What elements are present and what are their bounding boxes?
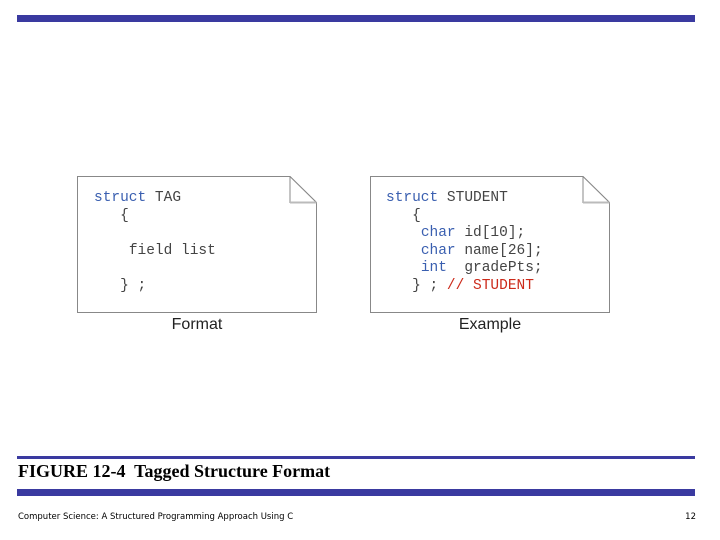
open-brace: {	[120, 207, 129, 224]
tag-name: TAG	[146, 190, 182, 206]
footer-text: Computer Science: A Structured Programmi…	[18, 512, 294, 522]
close-brace: } ;	[120, 277, 147, 294]
struct-keyword: struct	[94, 190, 147, 206]
code-comment: // STUDENT	[446, 277, 534, 294]
indent	[386, 260, 421, 276]
student-tag: STUDENT	[438, 190, 508, 206]
indent	[94, 208, 120, 224]
example-code: struct STUDENT { char id[10]; char name[…	[386, 190, 543, 296]
indent	[386, 225, 421, 241]
example-panel: struct STUDENT { char id[10]; char name[…	[370, 176, 610, 313]
indent	[386, 243, 421, 259]
format-code: struct TAG { field list } ;	[94, 190, 216, 296]
dog-ear-note-shape	[370, 176, 610, 313]
indent	[94, 243, 129, 259]
top-rule	[17, 15, 695, 22]
example-caption: Example	[458, 316, 522, 333]
bottom-rule	[17, 489, 695, 496]
indent	[386, 278, 412, 294]
field-type: char	[420, 242, 456, 259]
title-rule	[17, 456, 695, 459]
indent	[386, 208, 412, 224]
figure-title: FIGURE 12-4 Tagged Structure Format	[18, 461, 331, 481]
page-number: 12	[685, 512, 696, 522]
open-brace: {	[412, 207, 421, 224]
field-decl: name[26];	[455, 242, 543, 259]
close-brace: } ;	[412, 277, 439, 294]
field-type: char	[420, 225, 456, 242]
format-panel: struct TAG { field list } ;	[77, 176, 317, 313]
indent	[94, 278, 120, 294]
format-caption: Format	[171, 316, 223, 333]
dog-ear-note-shape	[77, 176, 317, 313]
field-decl: id[10];	[455, 225, 526, 242]
field-decl: gradePts;	[446, 260, 543, 277]
struct-keyword: struct	[386, 190, 439, 206]
field-list: field list	[128, 242, 216, 259]
field-type: int	[420, 260, 447, 277]
